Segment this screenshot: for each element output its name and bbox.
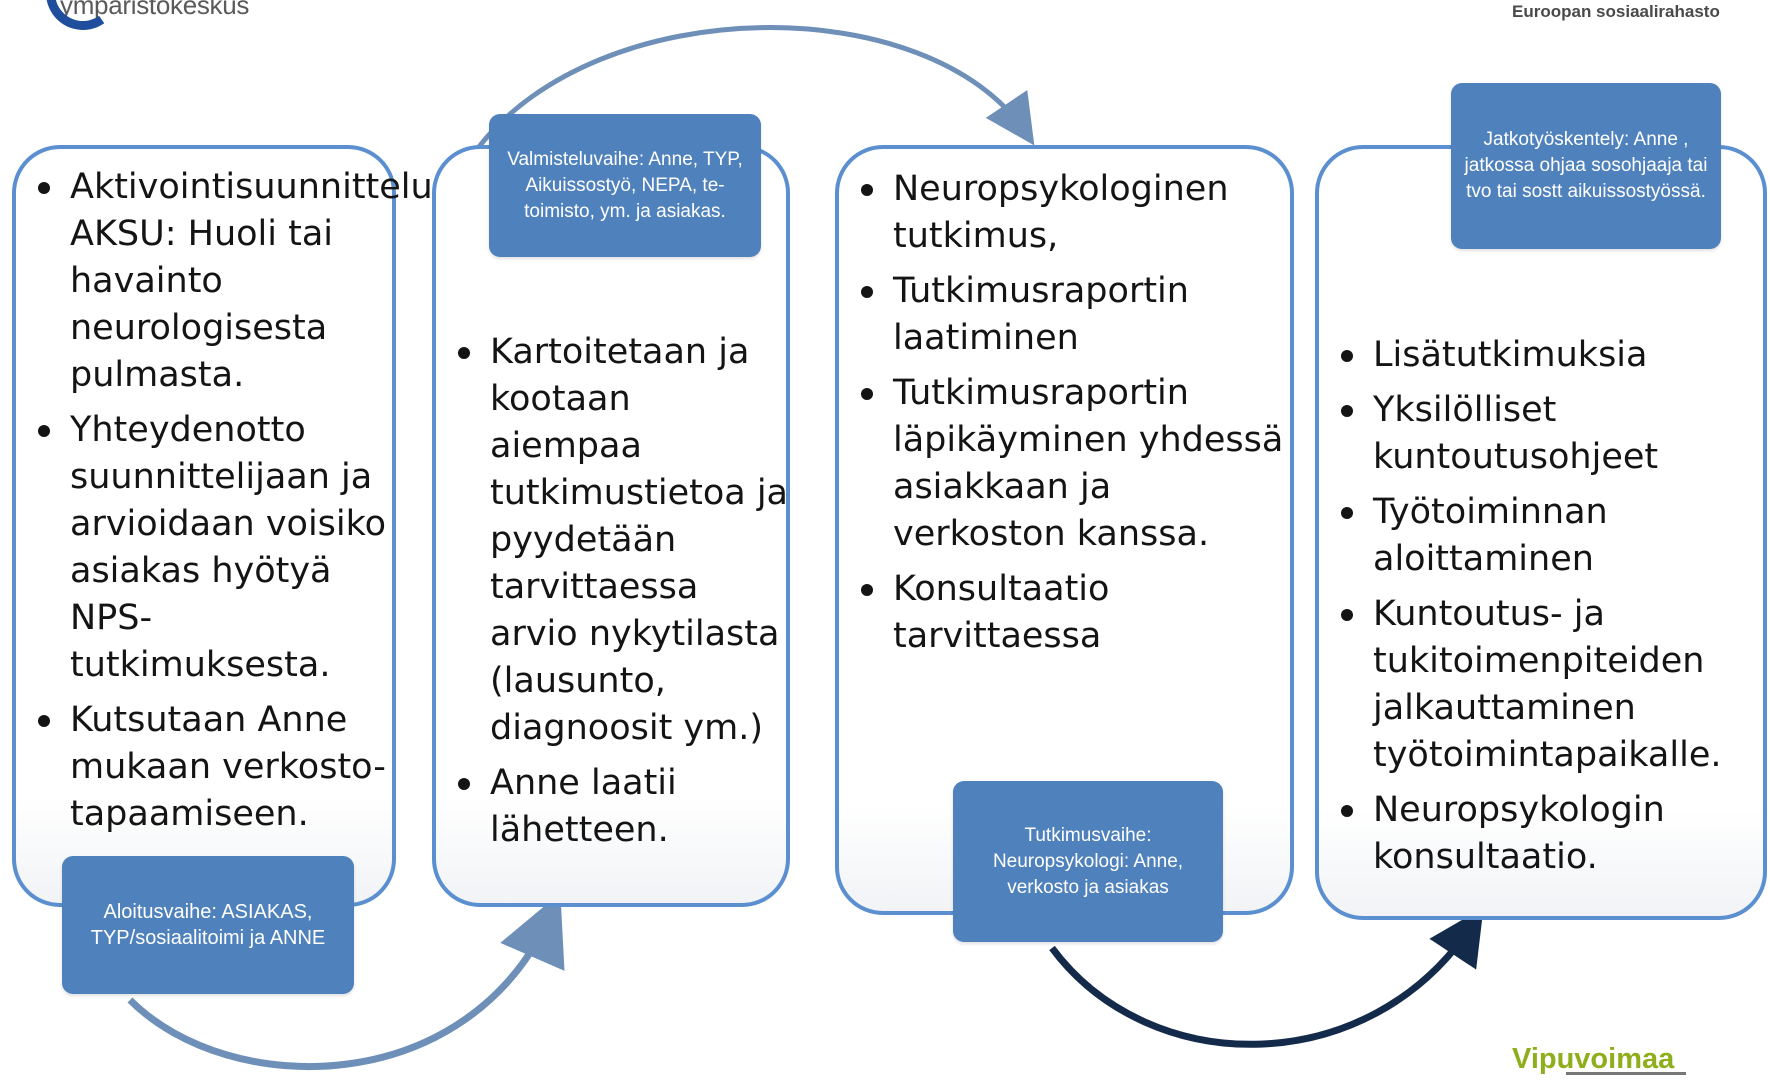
list-item: Anne laatii lähetteen. <box>436 760 788 854</box>
list-item: Neuropsykologin konsultaatio. <box>1319 787 1765 881</box>
logo-text: ympäristökeskus <box>60 0 250 20</box>
phase-card-preparation: Kartoitetaan ja kootaan aiempaa tutkimus… <box>432 145 790 907</box>
brand-logo-text: Vipuvoimaa <box>1512 1043 1675 1075</box>
list-item: Tutkimusraportin laatiminen <box>839 268 1291 362</box>
brand-decoration <box>1566 1072 1686 1075</box>
phase-label-continuation: Jatkotyöskentely: Anne , jatkossa ohjaa … <box>1451 83 1721 249</box>
phase-label-preparation: Valmisteluvaihe: Anne, TYP, Aikuissostyö… <box>489 114 761 257</box>
phase-card-continuation: Lisätutkimuksia Yksilölliset kuntoutusoh… <box>1315 145 1767 920</box>
phase-label-text: Jatkotyöskentely: Anne , jatkossa ohjaa … <box>1464 129 1708 202</box>
list-item: Aktivointisuunnittelu AKSU: Huoli tai ha… <box>16 164 433 399</box>
bullet-list: Kartoitetaan ja kootaan aiempaa tutkimus… <box>436 329 788 862</box>
arrow-card2-to-card3 <box>476 25 1035 150</box>
list-item: Konsultaatio tarvittaessa <box>839 566 1291 660</box>
phase-label-text: Valmisteluvaihe: Anne, TYP, Aikuissostyö… <box>507 148 743 222</box>
organization-logo: ympäristökeskus <box>40 0 250 36</box>
list-item: Yksilölliset kuntoutusohjeet <box>1319 387 1765 481</box>
list-item: Lisätutkimuksia <box>1319 332 1765 379</box>
esf-logo-text: Euroopan sosiaalirahasto <box>1512 2 1720 21</box>
phase-card-start: Aktivointisuunnittelu AKSU: Huoli tai ha… <box>12 145 433 907</box>
arrow-card1-to-card2 <box>127 892 565 1070</box>
phase-label-start: Aloitusvaihe: ASIAKAS, TYP/sosiaalitoimi… <box>62 856 354 994</box>
list-item: Kartoitetaan ja kootaan aiempaa tutkimus… <box>436 329 788 752</box>
list-item: Tutkimusraportin läpikäyminen yhdessä as… <box>839 370 1291 558</box>
bullet-list: Aktivointisuunnittelu AKSU: Huoli tai ha… <box>16 164 433 846</box>
bullet-list: Lisätutkimuksia Yksilölliset kuntoutusoh… <box>1319 332 1765 889</box>
list-item: Yhteydenotto suunnittelijaan ja arvioida… <box>16 407 394 689</box>
list-item: Työtoiminnan aloittaminen <box>1319 489 1765 583</box>
list-item: Kutsutaan Anne mukaan verkosto-tapaamise… <box>16 697 394 838</box>
phase-label-research: Tutkimusvaihe: Neuropsykologi: Anne, ver… <box>953 781 1223 942</box>
phase-label-text: Tutkimusvaihe: Neuropsykologi: Anne, ver… <box>992 824 1184 898</box>
list-item: Kuntoutus- ja tukitoimenpiteiden jalkaut… <box>1319 591 1765 779</box>
arrow-card3-to-card4 <box>1049 907 1484 1048</box>
bullet-list: Neuropsykologinen tutkimus, Tutkimusrapo… <box>839 166 1291 668</box>
phase-label-text: Aloitusvaihe: ASIAKAS, TYP/sosiaalitoimi… <box>90 901 326 949</box>
list-item: Neuropsykologinen tutkimus, <box>839 166 1291 260</box>
